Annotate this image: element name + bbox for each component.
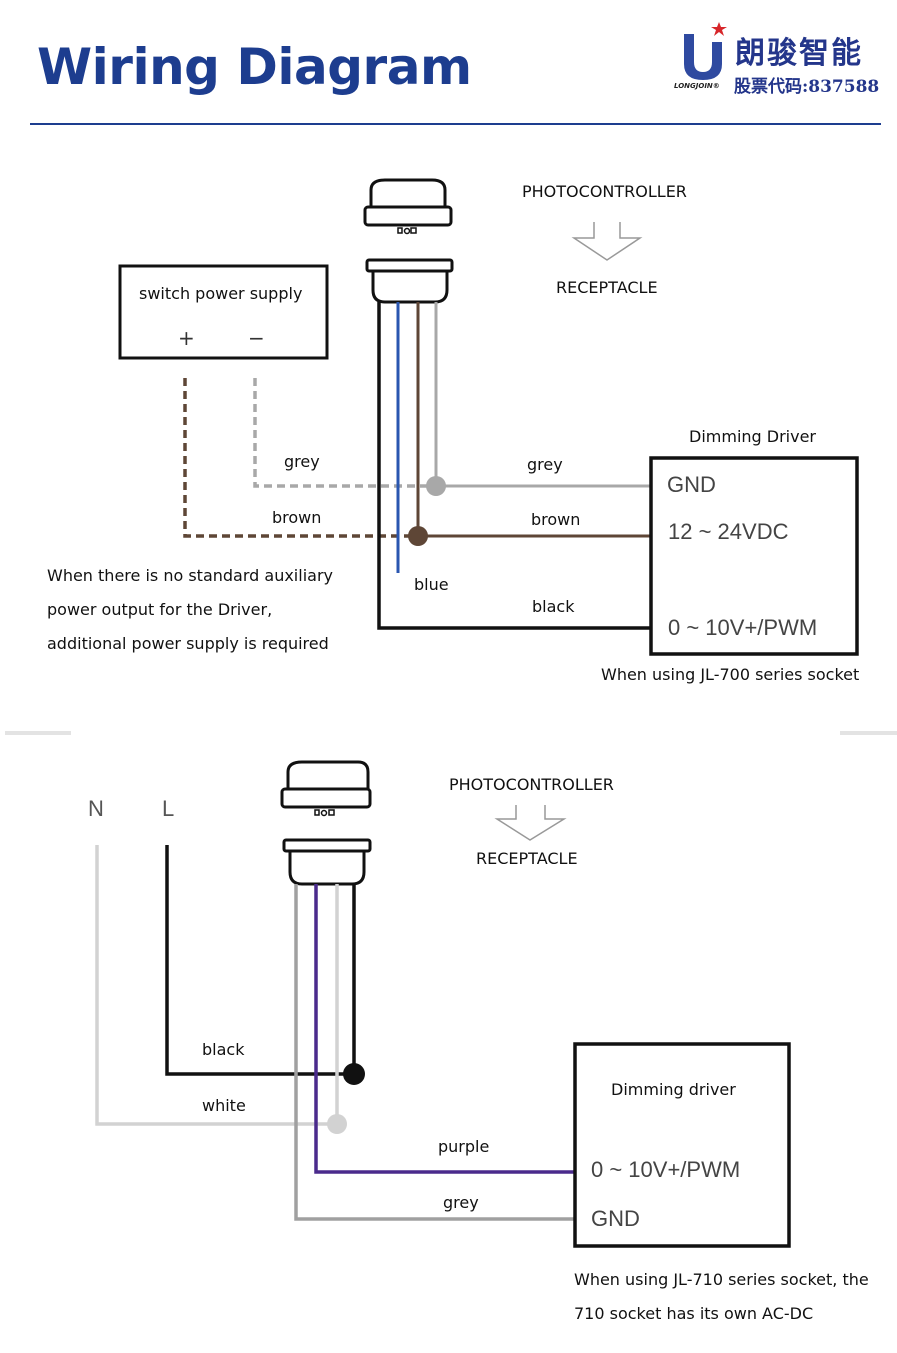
terminal-0-10v-pwm: 0 ~ 10V+/PWM: [591, 1157, 741, 1182]
receptacle-icon: [365, 258, 454, 304]
photocontroller-label: PHOTOCONTROLLER: [522, 182, 687, 201]
terminal-gnd: GND: [591, 1206, 640, 1231]
diagram2-caption: When using JL-710 series socket, the: [574, 1270, 869, 1289]
wire-black: [165, 845, 354, 1076]
wire-label-grey-left: grey: [284, 452, 320, 471]
wire-grey-dashed: [253, 378, 436, 488]
junction-black: [343, 1063, 365, 1085]
junction-grey: [426, 476, 446, 496]
dimming-driver-box: [573, 1042, 791, 1248]
wire-label-blue: blue: [414, 575, 449, 594]
switch-power-supply-box: [118, 264, 329, 360]
terminal-0-10v-pwm: 0 ~ 10V+/PWM: [668, 615, 818, 640]
section-divider-left: [5, 731, 71, 735]
wire-label-brown-right: brown: [531, 510, 581, 529]
wire-brown-dashed: [183, 378, 418, 538]
terminal-12-24vdc: 12 ~ 24VDC: [668, 519, 789, 544]
driver-title: Dimming Driver: [689, 427, 816, 446]
wire-label-black: black: [202, 1040, 245, 1059]
note-line: additional power supply is required: [47, 634, 329, 653]
down-arrow-icon: [494, 805, 567, 841]
power-supply-label: switch power supply: [139, 284, 303, 303]
page-title: Wiring Diagram: [37, 38, 472, 96]
wire-purple: [314, 884, 575, 1174]
dimming-driver-box: [649, 456, 859, 656]
down-arrow-icon: [571, 222, 643, 261]
wire-black: [377, 302, 650, 630]
note-line: When there is no standard auxiliary: [47, 566, 333, 585]
line-label: L: [162, 796, 175, 821]
neutral-label: N: [88, 796, 104, 821]
photocontroller-label: PHOTOCONTROLLER: [449, 775, 614, 794]
receptacle-label: RECEPTACLE: [556, 278, 658, 297]
minus-terminal: −: [248, 326, 265, 350]
receptacle-label: RECEPTACLE: [476, 849, 578, 868]
wire-grey: [294, 884, 575, 1221]
wire-label-white: white: [202, 1096, 246, 1115]
wire-label-grey-right: grey: [527, 455, 563, 474]
title-underline: [30, 123, 881, 125]
stock-code: 股票代码:837588: [734, 77, 880, 97]
photocontroller-icon: [363, 178, 453, 235]
wire-label-brown-left: brown: [272, 508, 322, 527]
wire-label-black: black: [532, 597, 575, 616]
logo-u-mark-icon: [684, 22, 727, 80]
receptacle-icon: [282, 838, 372, 886]
diagram2-caption: 710 socket has its own AC-DC: [574, 1304, 814, 1323]
brand-name: LONGJOIN: [674, 82, 713, 90]
driver-title: Dimming driver: [611, 1080, 736, 1099]
company-name-cn: 朗骏智能: [735, 36, 863, 71]
star-icon: [711, 22, 727, 36]
diagram1-caption: When using JL-700 series socket: [601, 665, 860, 684]
note-line: power output for the Driver,: [47, 600, 273, 619]
terminal-gnd: GND: [667, 472, 716, 497]
section-divider-right: [840, 731, 897, 735]
logo-brand: LONGJOIN®: [674, 82, 720, 90]
brand-mark: ®: [712, 82, 720, 90]
wire-label-purple: purple: [438, 1137, 490, 1156]
junction-white: [327, 1114, 347, 1134]
wire-label-grey: grey: [443, 1193, 479, 1212]
junction-brown: [408, 526, 428, 546]
wire-white: [95, 845, 337, 1126]
plus-terminal: +: [178, 326, 195, 350]
photocontroller-icon: [280, 760, 372, 817]
wire-brown: [416, 302, 650, 538]
